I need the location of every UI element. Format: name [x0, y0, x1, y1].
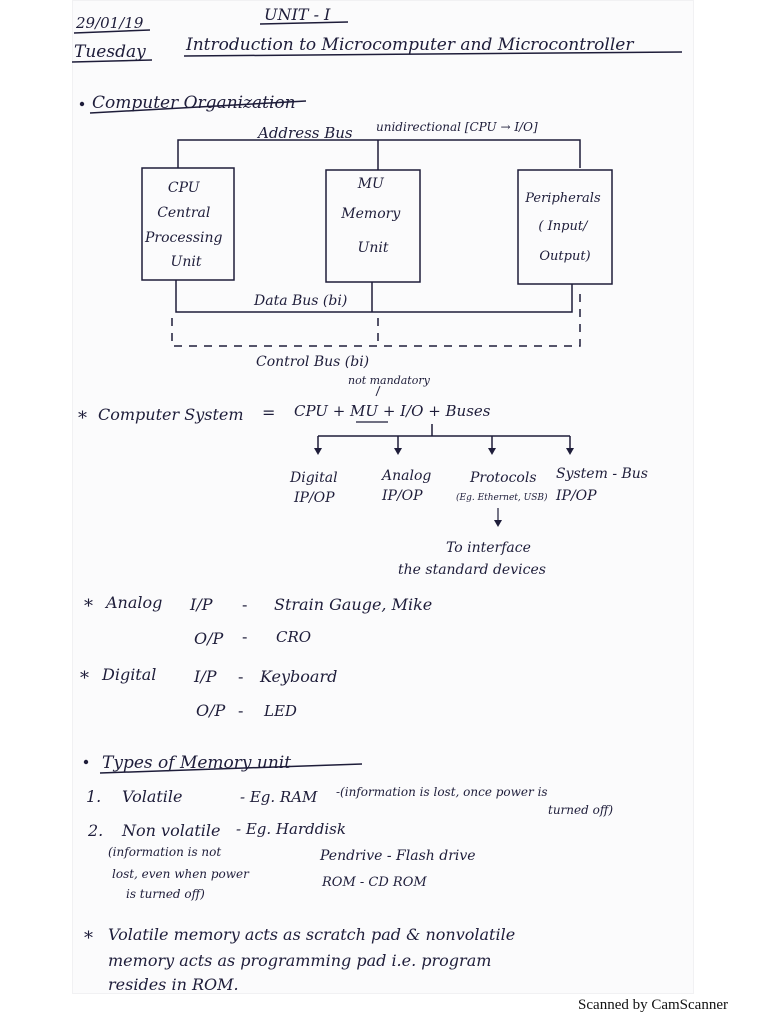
- digital-ip-value: Keyboard: [259, 667, 337, 686]
- digital-op-dash: -: [238, 701, 243, 720]
- date-text: 29/01/19: [75, 14, 144, 32]
- data-bus-line: [175, 280, 573, 313]
- mu-box-text: MU Memory Unit: [340, 176, 404, 256]
- volatile-note-2: turned off): [548, 803, 613, 817]
- title-underline: [183, 51, 683, 57]
- digital-op-value: LED: [263, 702, 297, 720]
- scanner-watermark: Scanned by CamScanner: [578, 997, 728, 1013]
- page-title: Introduction to Microcomputer and Microc…: [185, 35, 634, 55]
- unit-underline: [259, 21, 349, 25]
- computer-system-formula: CPU + MU + I/O + Buses: [294, 402, 491, 420]
- nonvolatile-example-2: ROM - CD ROM: [321, 875, 427, 890]
- branch-protocols: Protocols: [469, 470, 537, 486]
- nonvolatile-note: (information is not lost, even when powe…: [108, 845, 253, 901]
- cpu-box: [141, 167, 235, 281]
- branch-arrowheads: [314, 448, 574, 455]
- heading-underline: [89, 100, 307, 114]
- heading-underline: [99, 763, 363, 774]
- summary-text: Volatile memory acts as scratch pad & no…: [108, 925, 520, 994]
- mu-box: [325, 169, 421, 283]
- control-bus-label: Control Bus (bi): [256, 354, 369, 370]
- equals-sign: =: [262, 403, 275, 422]
- control-bus-line: [171, 288, 581, 347]
- branch-digital: Digital IP/OP: [289, 470, 342, 506]
- nonvolatile-example-1: Pendrive - Flash drive: [319, 848, 476, 864]
- digital-op: O/P: [196, 701, 226, 720]
- date-underline: [73, 29, 151, 34]
- bullet-dot: [83, 759, 89, 765]
- analog-op-value: CRO: [276, 628, 311, 646]
- interface-note: To interface the standard devices: [398, 540, 546, 578]
- volatile-num: 1.: [86, 787, 101, 806]
- digital-bullet: *: [80, 668, 89, 689]
- day-text: Tuesday: [74, 42, 146, 62]
- section-heading-organization: Computer Organization: [92, 93, 296, 113]
- volatile-note: -(information is lost, once power is: [336, 785, 548, 799]
- day-underline: [71, 59, 153, 63]
- address-bus-label: Address Bus: [256, 124, 353, 142]
- digital-ip: I/P: [193, 667, 217, 686]
- peripherals-box: [517, 169, 613, 285]
- volatile-name: Volatile: [122, 787, 183, 806]
- digital-label: Digital: [101, 665, 156, 684]
- data-bus-label: Data Bus (bi): [253, 293, 347, 309]
- interface-arrowhead: [494, 520, 502, 527]
- address-bus-note: unidirectional [CPU → I/O]: [376, 120, 538, 134]
- bullet-dot: [79, 101, 85, 107]
- branch-system-bus: System - Bus IP/OP: [555, 466, 652, 504]
- analog-bullet: *: [84, 596, 93, 617]
- analog-ip: I/P: [189, 595, 213, 614]
- nonvolatile-name: Non volatile: [121, 821, 220, 840]
- analog-op-dash: -: [242, 627, 247, 646]
- unit-text: UNIT - I: [264, 5, 331, 24]
- branch-protocols-note: (Eg. Ethernet, USB): [456, 492, 548, 503]
- digital-ip-dash: -: [238, 667, 243, 686]
- analog-label: Analog: [104, 593, 162, 612]
- analog-ip-dash: -: [242, 595, 247, 614]
- computer-system-bullet: *: [78, 408, 87, 429]
- handwritten-notes: 29/01/19 Tuesday UNIT - I Introduction t…: [71, 5, 683, 994]
- peripherals-box-text: Peripherals ( Input/ Output): [524, 191, 605, 264]
- nonvolatile-eg: - Eg. Harddisk: [236, 820, 346, 838]
- cpu-box-text: CPU Central Processing Unit: [144, 180, 227, 270]
- not-mandatory-note: not mandatory: [348, 374, 431, 387]
- computer-system-lhs: Computer System: [98, 405, 244, 424]
- address-bus-line: [177, 139, 581, 168]
- branch-analog: Analog IP/OP: [380, 468, 436, 504]
- nonvolatile-num: 2.: [87, 821, 103, 840]
- analog-op: O/P: [194, 629, 224, 648]
- summary-bullet: *: [84, 928, 93, 949]
- analog-ip-value: Strain Gauge, Mike: [274, 595, 432, 614]
- volatile-eg: - Eg. RAM: [240, 788, 318, 806]
- note-arrow: [375, 385, 381, 397]
- notebook-page: 29/01/19 Tuesday UNIT - I Introduction t…: [71, 0, 694, 994]
